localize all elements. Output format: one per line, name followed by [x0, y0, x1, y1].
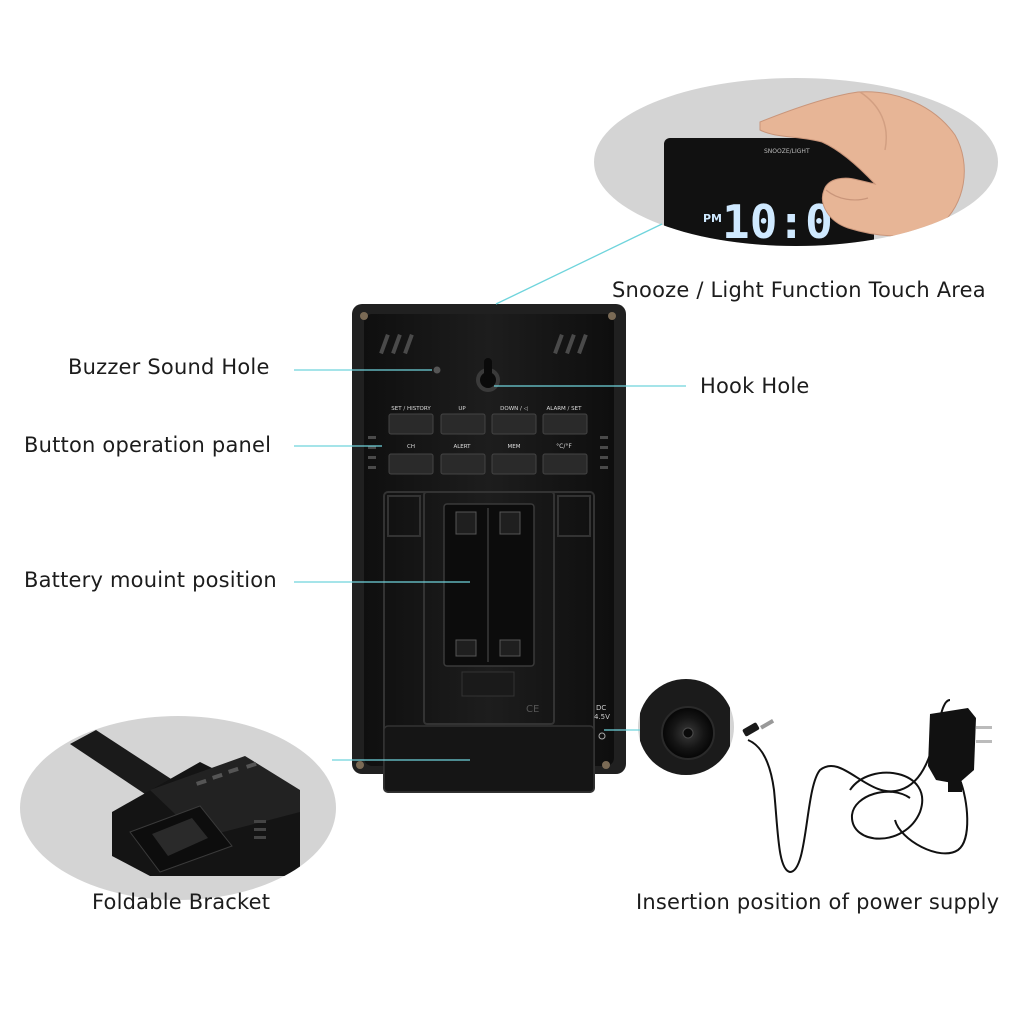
ch-button[interactable]	[388, 453, 434, 475]
side-vents	[368, 436, 608, 469]
screw	[602, 761, 610, 769]
button-label-mem: MEM	[508, 444, 521, 450]
dc-label: DC	[596, 704, 606, 712]
snooze-light-label: SNOOZE/LIGHT	[764, 148, 810, 155]
button-label-up: UP	[458, 406, 466, 412]
clock-back-device: SET / HISTORY UP DOWN / ◁ ALARM / SET CH…	[352, 304, 626, 793]
dc-jack-symbol	[598, 732, 606, 740]
bracket-inset	[20, 716, 336, 900]
snooze-inset: SNOOZE/LIGHT PM 10:0	[594, 78, 998, 249]
callout-lines	[294, 223, 686, 761]
mem-button[interactable]	[491, 453, 537, 475]
voltage-label: 4.5V	[594, 713, 610, 721]
callout-line-snooze	[495, 223, 663, 305]
button-label-celsius-fahrenheit: °C/°F	[556, 443, 572, 450]
power-supply-callout: Insertion position of power supply	[636, 890, 1000, 914]
up-button[interactable]	[440, 413, 486, 435]
button-label-ch: CH	[407, 444, 415, 450]
alarm-set-button[interactable]	[542, 413, 588, 435]
dc-jack-inset	[638, 679, 734, 775]
buzzer-sound-hole-callout: Buzzer Sound Hole	[68, 355, 270, 379]
down-button[interactable]	[491, 413, 537, 435]
hook-hole-callout: Hook Hole	[700, 374, 810, 398]
battery-compartment	[443, 503, 535, 667]
button-label-set-history: SET / HISTORY	[391, 406, 431, 412]
set-history-button[interactable]	[388, 413, 434, 435]
battery-mount-callout: Battery mouint position	[24, 568, 277, 592]
clock-front-face	[664, 138, 874, 246]
top-vents	[379, 334, 588, 355]
alert-button[interactable]	[440, 453, 486, 475]
button-label-alert: ALERT	[453, 444, 471, 450]
lcd-pm-label: PM	[703, 212, 722, 225]
ce-mark: CE	[526, 704, 539, 715]
hand-illustration	[759, 91, 965, 237]
screw	[356, 761, 364, 769]
button-label-alarm-set: ALARM / SET	[547, 406, 583, 412]
button-panel-callout: Button operation panel	[24, 433, 272, 457]
celsius-fahrenheit-button[interactable]	[542, 453, 588, 475]
lcd-digits: 10:0	[722, 195, 833, 249]
power-adapter	[742, 699, 992, 874]
snooze-light-callout: Snooze / Light Function Touch Area	[612, 278, 986, 302]
bracket-base	[383, 725, 595, 793]
foldable-bracket-callout: Foldable Bracket	[92, 890, 271, 914]
screw	[608, 312, 616, 320]
screw	[360, 312, 368, 320]
buzzer-sound-hole	[433, 366, 441, 374]
button-label-down: DOWN / ◁	[500, 406, 528, 412]
